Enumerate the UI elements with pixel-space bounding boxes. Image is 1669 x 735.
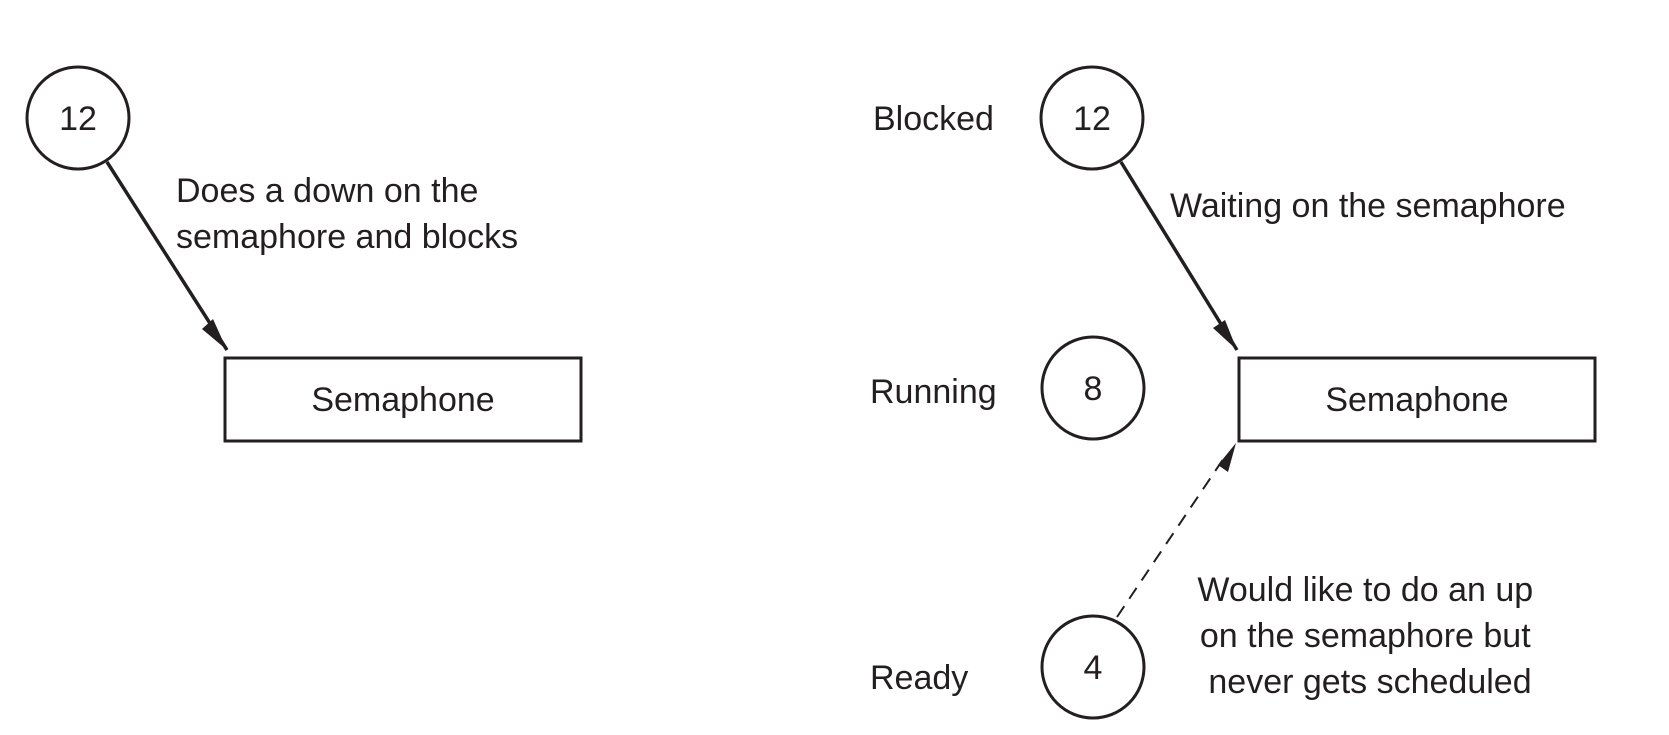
left-panel: 12 Does a down on the semaphore and bloc… [25, 65, 583, 443]
left-down-arrow [105, 161, 229, 351]
running-process-id: 8 [1084, 370, 1103, 408]
ready-process-id: 4 [1084, 649, 1103, 687]
ready-process-circle [1040, 614, 1146, 720]
left-down-arrowhead [202, 319, 227, 350]
ready-annotation: Would like to do an up on the semaphore … [1197, 571, 1542, 701]
waiting-text: Waiting on the semaphore [1170, 187, 1566, 225]
waiting-arrowhead [1213, 320, 1237, 350]
waiting-arrow [1119, 161, 1239, 351]
right-semaphore-box [1237, 356, 1597, 443]
state-label-blocked: Blocked [873, 100, 994, 138]
ready-annotation-line-3: never gets scheduled [1208, 663, 1531, 701]
ready-annotation-line-1: Would like to do an up [1197, 571, 1533, 609]
left-semaphore-label: Semaphone [311, 381, 494, 419]
left-process-circle [25, 65, 131, 171]
right-semaphore-label: Semaphone [1325, 381, 1508, 419]
running-process-circle [1040, 335, 1146, 441]
state-label-ready: Ready [870, 659, 968, 697]
left-process-id: 12 [59, 100, 97, 138]
left-annotation: Does a down on the semaphore and blocks [176, 172, 518, 256]
blocked-process-circle [1039, 65, 1145, 171]
state-label-running: Running [870, 373, 997, 411]
blocked-process-id: 12 [1073, 100, 1111, 138]
left-annotation-line-1: Does a down on the [176, 172, 478, 210]
ready-dashed-arrow [1116, 454, 1227, 618]
left-semaphore-box [223, 356, 583, 443]
right-panel: Blocked Running Ready 12 8 4 Waiting on … [870, 65, 1597, 720]
ready-annotation-line-2: on the semaphore but [1200, 617, 1531, 655]
ready-dashed-arrowhead [1218, 443, 1236, 472]
left-annotation-line-2: semaphore and blocks [176, 218, 518, 256]
